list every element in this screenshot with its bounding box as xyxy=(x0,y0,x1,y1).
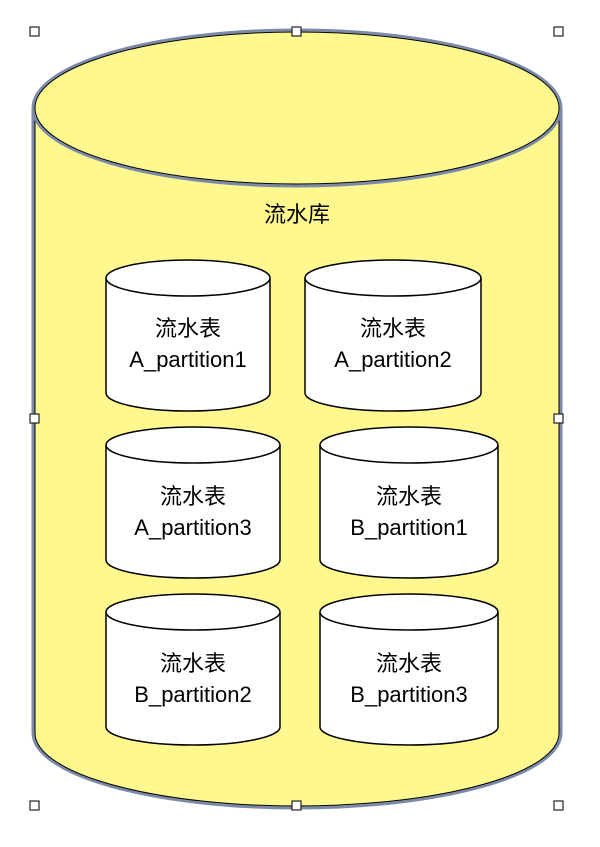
database-label: 流水库 xyxy=(264,202,330,227)
table-body xyxy=(105,612,281,746)
table-cylinder-1[interactable]: 流水表 A_partition1 xyxy=(105,259,271,412)
table-top xyxy=(319,593,499,631)
table-top xyxy=(105,259,271,297)
table-label-line2: B_partition3 xyxy=(350,682,467,707)
table-label-line2: A_partition2 xyxy=(334,347,451,372)
table-top xyxy=(105,426,281,464)
table-cylinder-4[interactable]: 流水表 B_partition1 xyxy=(319,426,499,579)
table-body xyxy=(319,612,499,746)
table-body xyxy=(105,278,271,412)
table-label-line2: A_partition1 xyxy=(129,347,246,372)
table-label-line1: 流水表 xyxy=(160,651,226,676)
table-label-line1: 流水表 xyxy=(360,316,426,341)
database-top xyxy=(31,28,563,188)
resize-handle-middle-left[interactable] xyxy=(29,413,40,424)
table-label-line2: B_partition1 xyxy=(350,515,467,540)
selection-handles xyxy=(29,26,564,811)
resize-handle-bottom-center[interactable] xyxy=(291,800,302,811)
table-label-line1: 流水表 xyxy=(160,484,226,509)
table-body xyxy=(304,278,482,412)
resize-handle-middle-right[interactable] xyxy=(553,413,564,424)
resize-handle-bottom-right[interactable] xyxy=(553,800,564,811)
resize-handle-bottom-left[interactable] xyxy=(29,800,40,811)
table-top xyxy=(319,426,499,464)
table-cylinder-5[interactable]: 流水表 B_partition2 xyxy=(105,593,281,746)
table-label-line1: 流水表 xyxy=(155,316,221,341)
resize-handle-top-center[interactable] xyxy=(291,26,302,37)
table-cylinder-3[interactable]: 流水表 A_partition3 xyxy=(105,426,281,579)
table-label-line1: 流水表 xyxy=(376,484,442,509)
table-body xyxy=(319,445,499,579)
table-label-line1: 流水表 xyxy=(376,651,442,676)
table-label-line2: B_partition2 xyxy=(134,682,251,707)
table-top xyxy=(105,593,281,631)
table-label-line2: A_partition3 xyxy=(134,515,251,540)
resize-handle-top-right[interactable] xyxy=(553,26,564,37)
table-body xyxy=(105,445,281,579)
resize-handle-top-left[interactable] xyxy=(29,26,40,37)
table-cylinder-2[interactable]: 流水表 A_partition2 xyxy=(304,259,482,412)
table-cylinder-6[interactable]: 流水表 B_partition3 xyxy=(319,593,499,746)
table-top xyxy=(304,259,482,297)
